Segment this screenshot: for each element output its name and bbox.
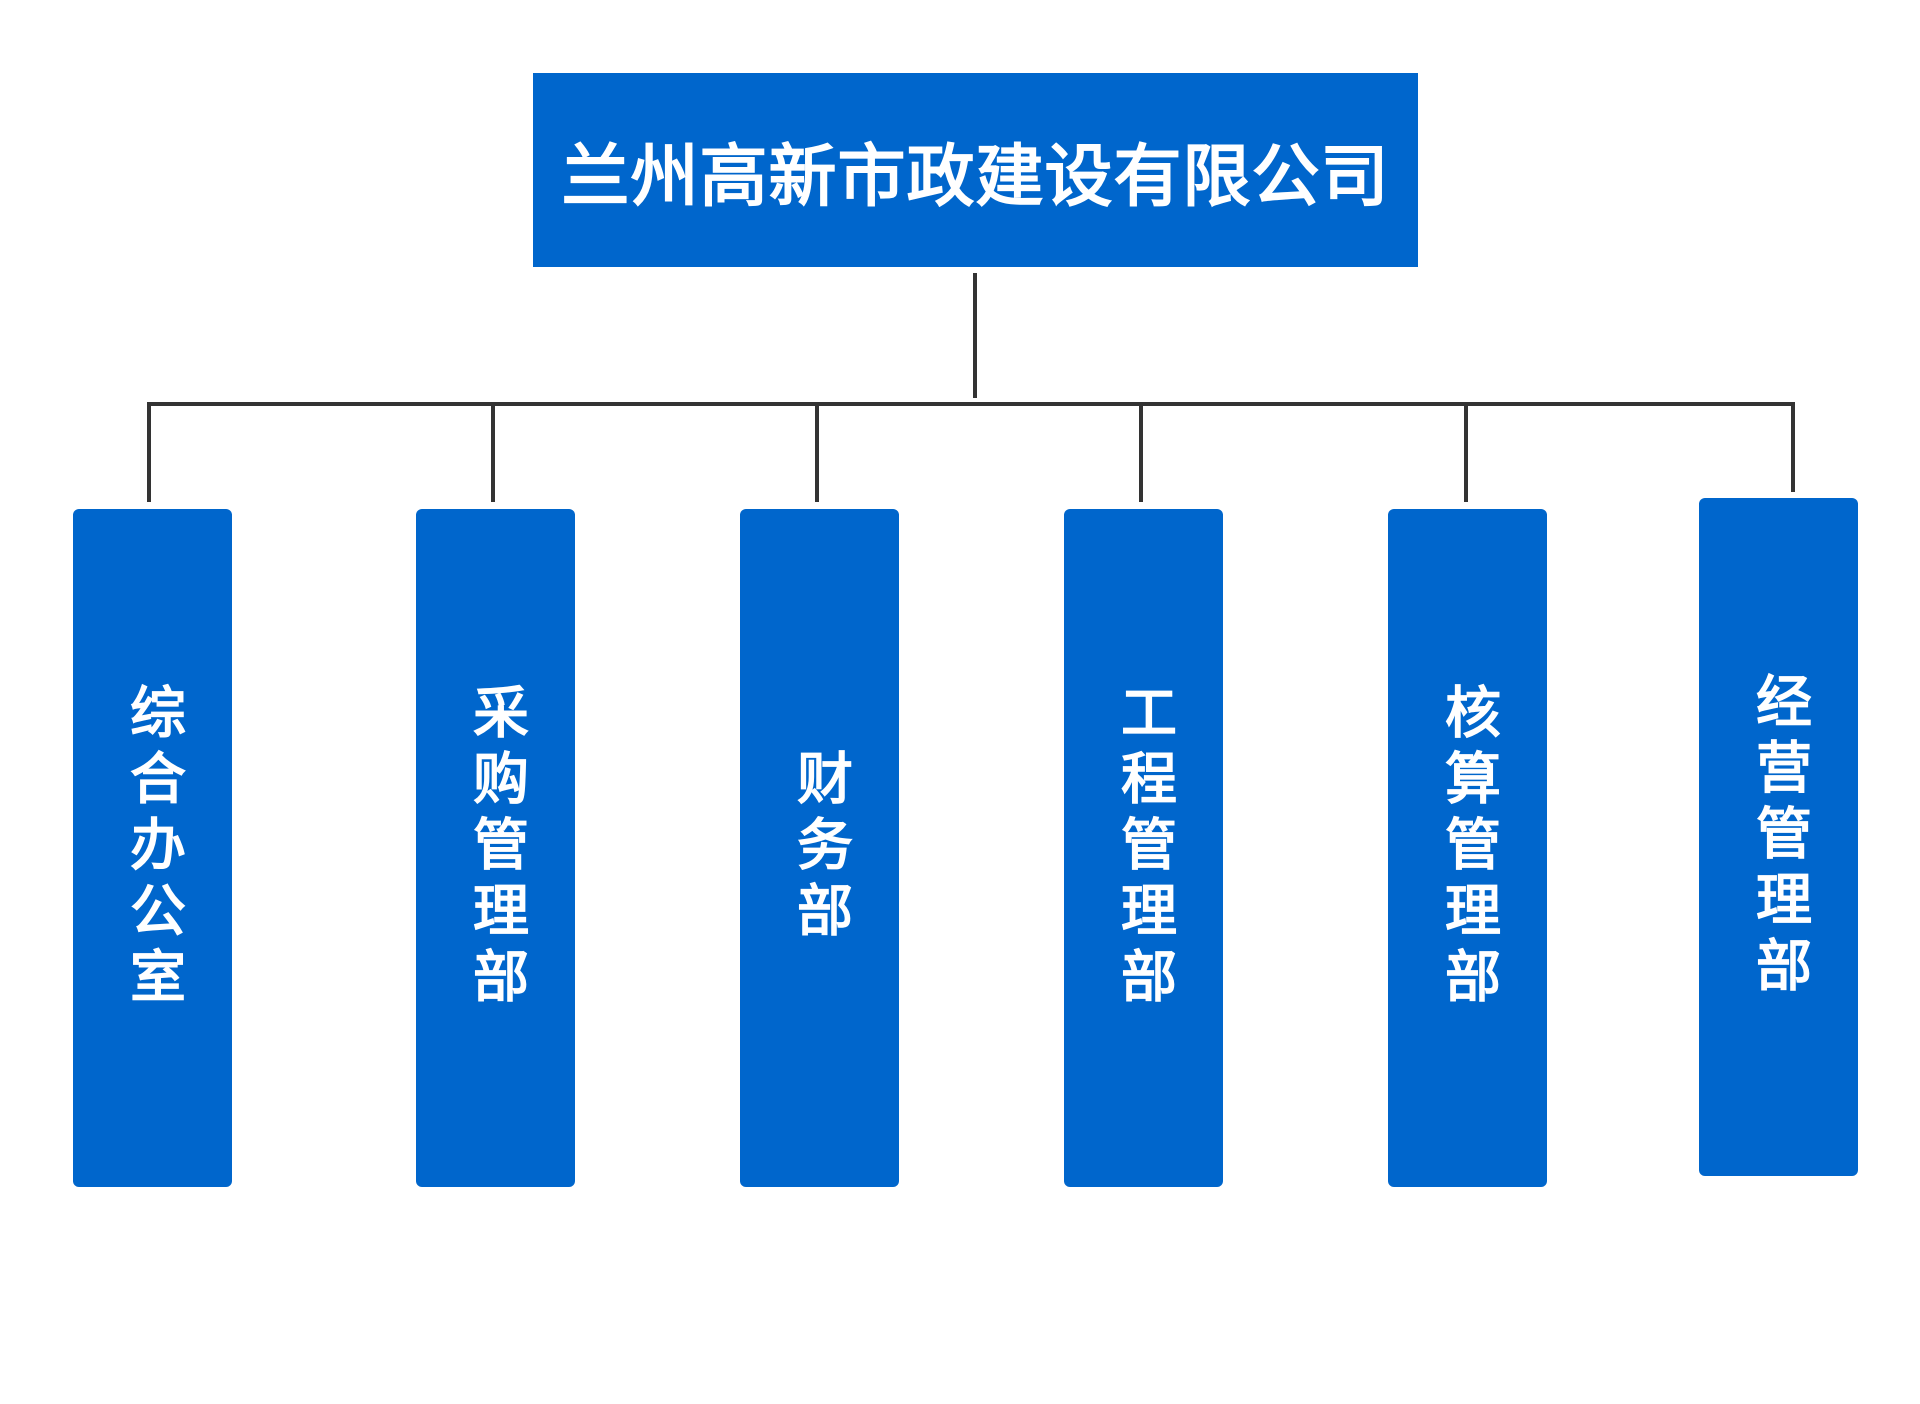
connector-dept-5 [1464,404,1468,502]
dept-node-label: 核算管理部 [1435,683,1501,1013]
connector-dept-6 [1791,404,1795,492]
connector-dept-3 [815,404,819,502]
dept-node-2: 采购管理部 [416,509,575,1187]
root-node-label: 兰州高新市政建设有限公司 [561,137,1390,217]
dept-node-label: 采购管理部 [463,683,529,1013]
dept-node-6: 经营管理部 [1699,498,1858,1176]
connector-root-down [973,273,977,398]
dept-node-label: 综合办公室 [120,683,186,1013]
dept-node-3: 财务部 [740,509,899,1187]
connector-dept-1 [147,404,151,502]
dept-node-5: 核算管理部 [1388,509,1547,1187]
dept-node-label: 工程管理部 [1111,683,1177,1013]
root-node: 兰州高新市政建设有限公司 [533,73,1418,267]
dept-node-1: 综合办公室 [73,509,232,1187]
connector-dept-4 [1139,404,1143,502]
dept-node-4: 工程管理部 [1064,509,1223,1187]
dept-node-label: 经营管理部 [1746,672,1812,1002]
connector-dept-2 [491,404,495,502]
connector-horizontal-bus [147,402,1795,406]
dept-node-label: 财务部 [787,749,853,947]
